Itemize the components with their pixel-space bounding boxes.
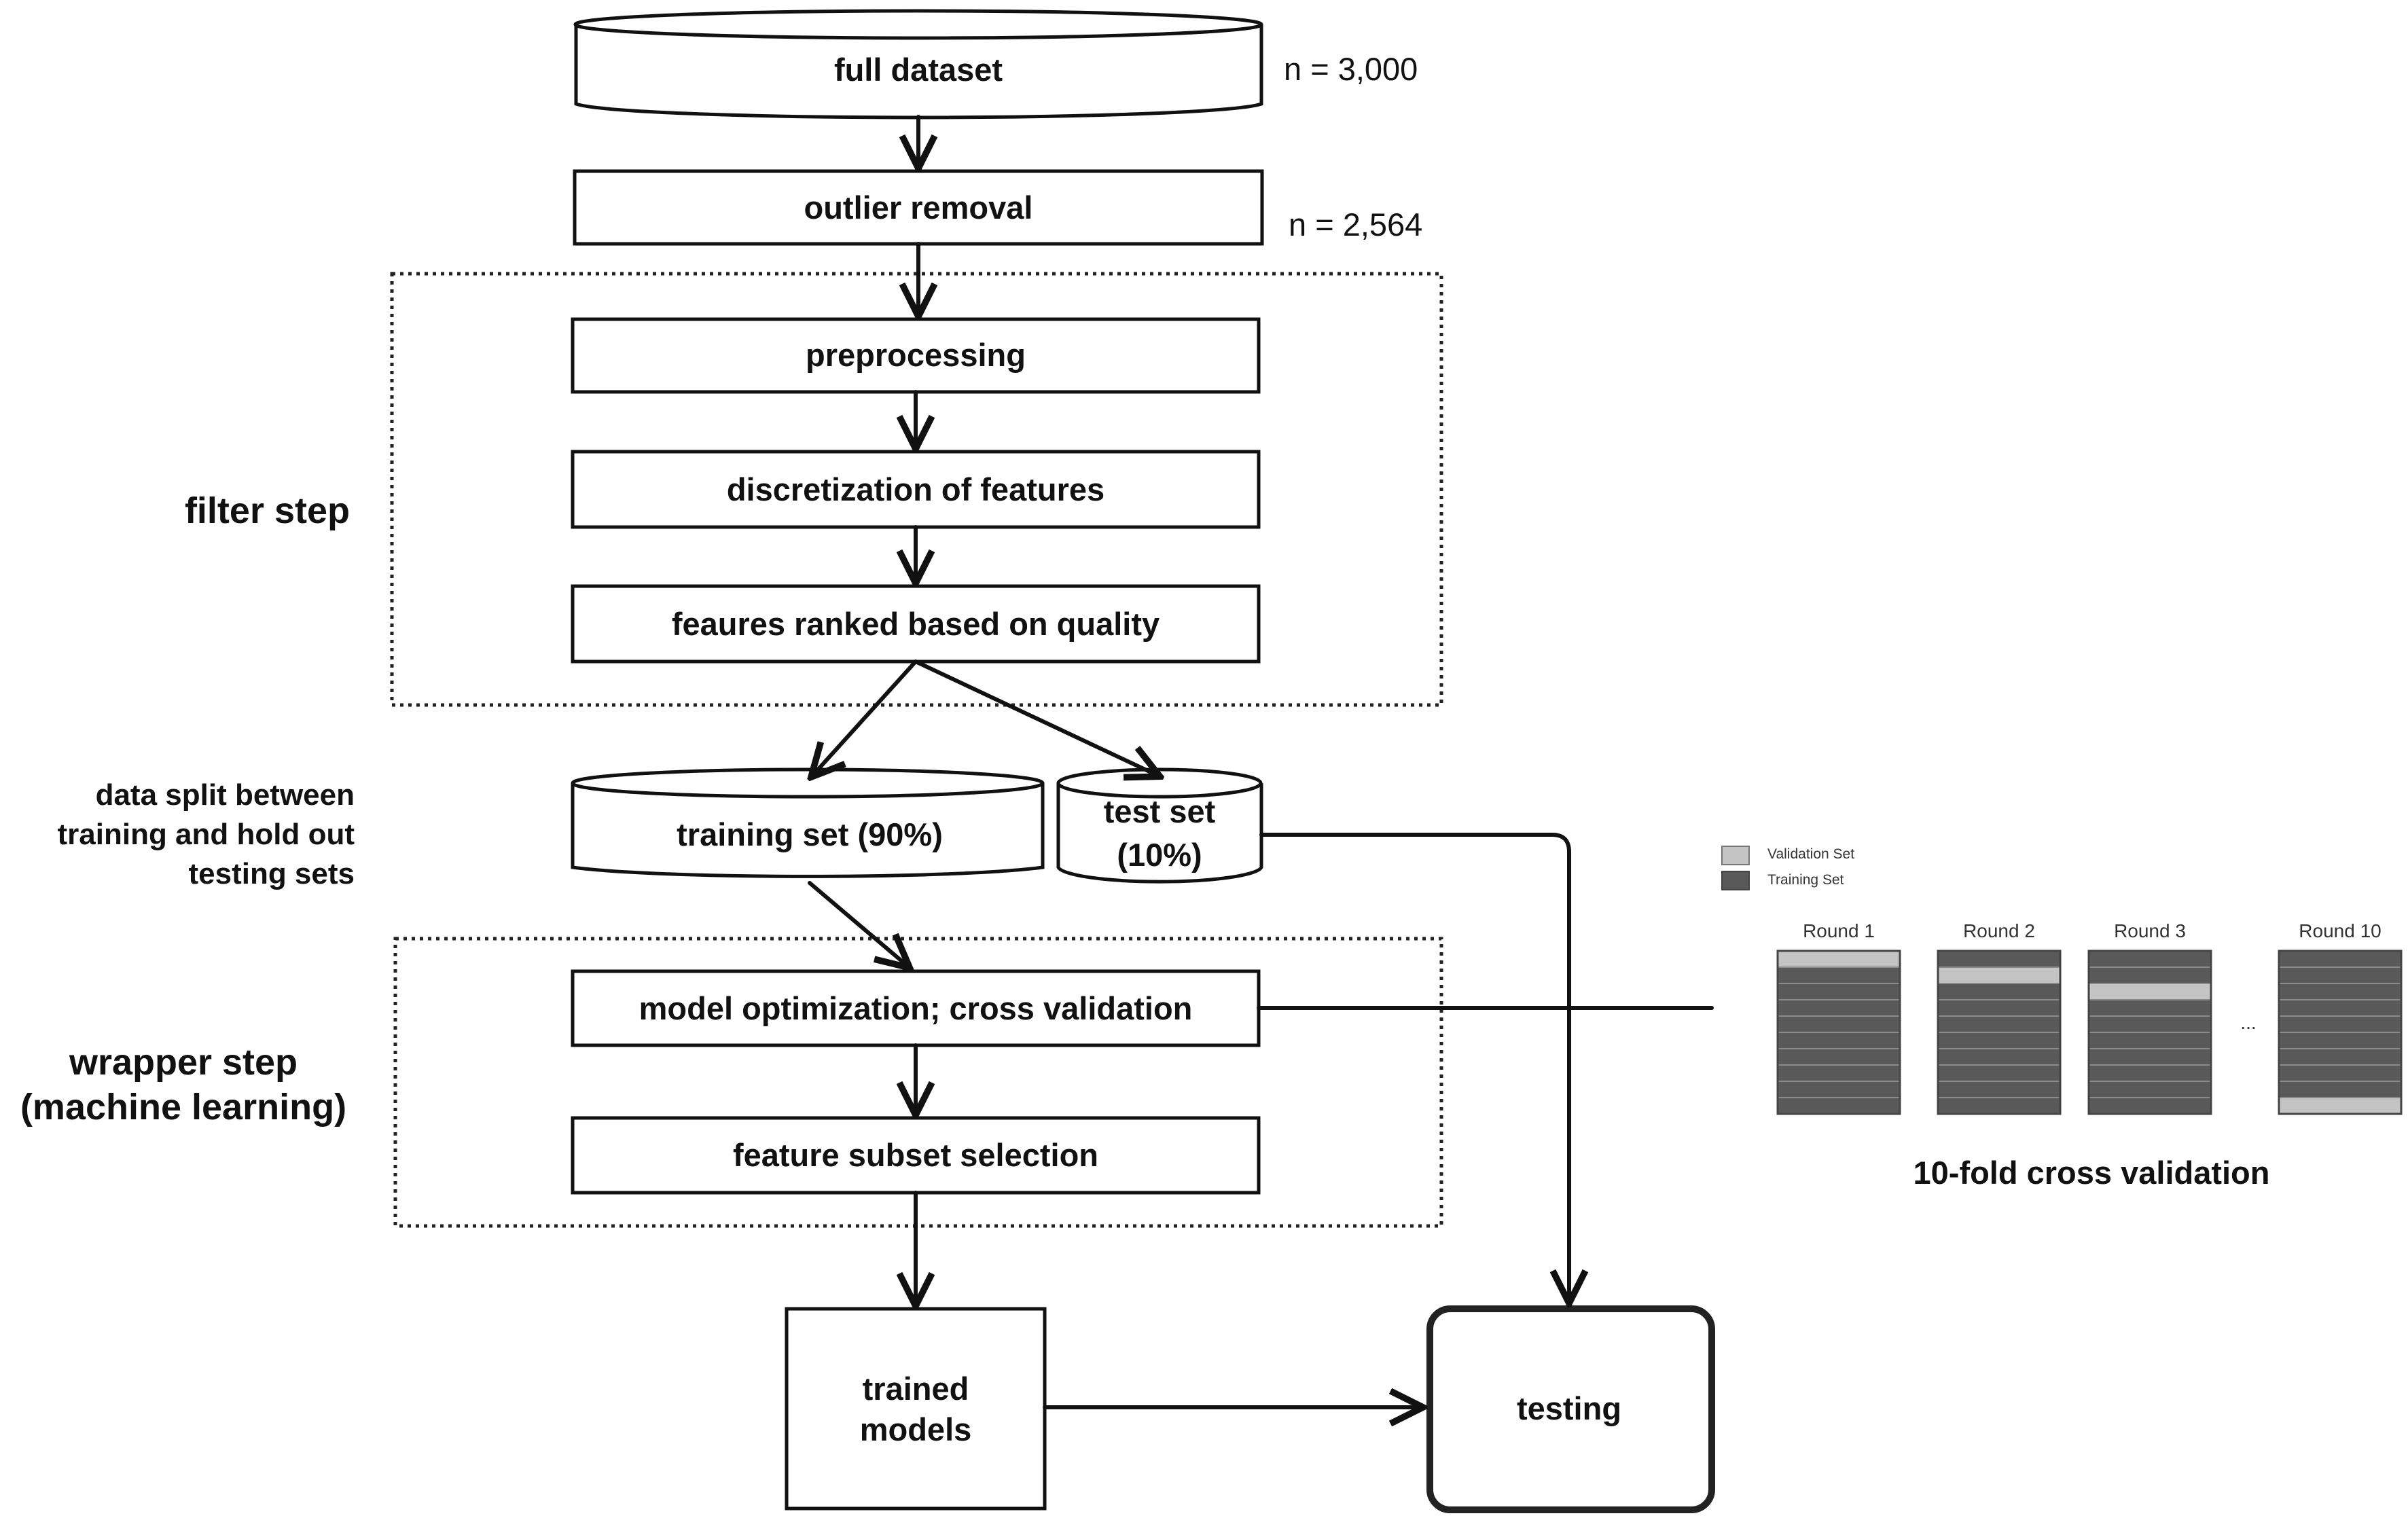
training-fold [2278, 966, 2402, 984]
cv-round-3: Round 3 [2087, 920, 2212, 1115]
trained-models-label-line2: models [860, 1411, 972, 1447]
trained-models-label-line1: trained [863, 1371, 969, 1407]
rounds-ellipsis: ... [2240, 1012, 2256, 1033]
testing-node: testing [1426, 1305, 1715, 1513]
test-set-label-line1: test set [1104, 793, 1216, 829]
training-fold [2278, 1081, 2402, 1098]
training-fold [1777, 983, 1901, 1000]
preprocessing-node: preprocessing [571, 317, 1261, 394]
training-fold [1777, 1015, 1901, 1033]
training-fold [1777, 1048, 1901, 1066]
training-set-node: training set (90%) [571, 767, 1045, 878]
training-fold [1777, 1097, 1901, 1115]
cv-round-2: Round 2 [1937, 920, 2062, 1115]
data-split-label-line3: testing sets [188, 857, 355, 890]
training-fold [1777, 999, 1901, 1017]
validation-fold [1937, 966, 2061, 984]
features-ranked-node: feaures ranked based on quality [571, 584, 1261, 664]
features-ranked-label: feaures ranked based on quality [672, 606, 1160, 642]
data-split-label-line1: data split between [96, 778, 355, 812]
validation-fold [1777, 950, 1901, 968]
training-fold [2278, 1015, 2402, 1033]
full-dataset-node: full dataset [573, 9, 1263, 120]
preprocessing-label: preprocessing [806, 337, 1026, 373]
training-legend-label: Training Set [1767, 872, 1844, 888]
feature-subset-node: feature subset selection [571, 1116, 1261, 1195]
wrapper-step-label-line1: wrapper step [69, 1042, 298, 1083]
training-fold [2088, 1032, 2212, 1049]
training-fold [1777, 1064, 1901, 1082]
filter-step-label: filter step [185, 490, 350, 531]
cv-round-4: Round 10 [2278, 920, 2403, 1115]
training-set-label: training set (90%) [677, 816, 943, 852]
discretization-node: discretization of features [571, 450, 1261, 529]
training-fold [1937, 1097, 2061, 1115]
training-fold [1777, 1032, 1901, 1049]
training-fold [2088, 950, 2212, 968]
wrapper-step-frame [393, 937, 1443, 1228]
data-split-label-line2: training and hold out [58, 818, 355, 851]
cv-round-label: Round 2 [1963, 920, 2035, 941]
outlier-removal-node: outlier removal [573, 169, 1264, 246]
model-optimization-label: model optimization; cross validation [639, 990, 1193, 1026]
arrow-ranked-to-test [914, 659, 1158, 776]
training-fold [2088, 1015, 2212, 1033]
training-fold [2088, 966, 2212, 984]
training-fold [2278, 1048, 2402, 1066]
training-fold [2088, 1081, 2212, 1098]
trained-models-node: trained models [785, 1307, 1047, 1511]
cv-round-frame [2278, 950, 2403, 1115]
feature-subset-label: feature subset selection [733, 1137, 1098, 1173]
training-fold [2278, 999, 2402, 1017]
validation-legend-label: Validation Set [1767, 846, 1854, 862]
training-fold [2278, 950, 2402, 968]
cv-round-frame [1776, 950, 1901, 1115]
arrow-ranked-to-training [812, 659, 918, 776]
cv-round-label: Round 1 [1803, 920, 1875, 941]
arrow-training-to-optimization [808, 881, 908, 966]
full-dataset-label: full dataset [834, 52, 1003, 88]
testing-label: testing [1517, 1390, 1621, 1426]
model-optimization-node: model optimization; cross validation [571, 969, 1261, 1047]
training-legend-swatch [1721, 871, 1750, 890]
discretization-label: discretization of features [727, 471, 1104, 507]
test-set-node: test set (10%) [1056, 767, 1263, 884]
training-fold [2088, 1097, 2212, 1115]
training-fold [2278, 1032, 2402, 1049]
training-fold [2088, 1048, 2212, 1066]
cv-round-1: Round 1 [1776, 920, 1901, 1115]
training-fold [2278, 983, 2402, 1000]
cv-round-label: Round 3 [2114, 920, 2186, 941]
cv-round-frame [2087, 950, 2212, 1115]
training-fold [1937, 1048, 2061, 1066]
training-fold [1937, 1081, 2061, 1098]
full-dataset-count: n = 3,000 [1284, 51, 1418, 87]
training-fold [1937, 999, 2061, 1017]
training-fold [2088, 999, 2212, 1017]
cross-validation-title: 10-fold cross validation [1913, 1155, 2270, 1191]
outlier-removal-count: n = 2,564 [1289, 206, 1422, 242]
training-fold [1937, 1015, 2061, 1033]
test-set-label-line2: (10%) [1117, 837, 1202, 873]
outlier-removal-label: outlier removal [804, 189, 1033, 225]
cv-round-frame [1937, 950, 2062, 1115]
training-fold [2278, 1064, 2402, 1082]
training-fold [1777, 966, 1901, 984]
validation-fold [2088, 983, 2212, 1000]
validation-legend-swatch [1721, 846, 1750, 865]
training-fold [1937, 983, 2061, 1000]
training-fold [1937, 950, 2061, 968]
training-fold [1937, 1064, 2061, 1082]
wrapper-step-label-line2: (machine learning) [20, 1087, 346, 1127]
training-fold [1777, 1081, 1901, 1098]
cv-rounds: Round 1 Round 2 Round 3 Round 10 [1776, 920, 2403, 1115]
cv-round-label: Round 10 [2299, 920, 2381, 941]
training-fold [2088, 1064, 2212, 1082]
arrow-test-set-to-testing [1259, 833, 1569, 1301]
validation-fold [2278, 1097, 2402, 1115]
training-fold [1937, 1032, 2061, 1049]
